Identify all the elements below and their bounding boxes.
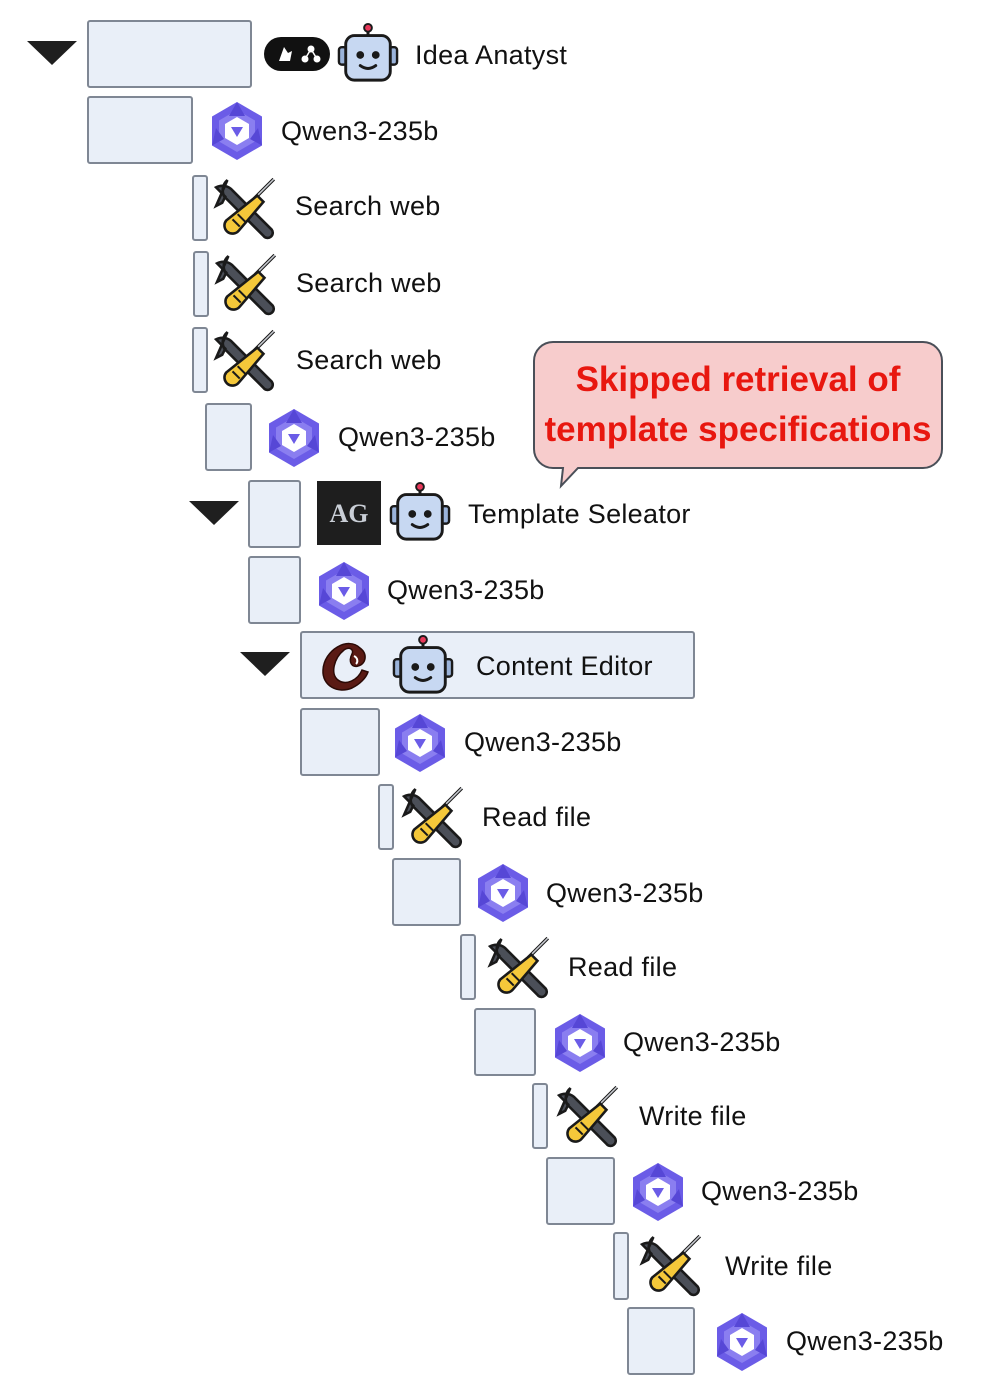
timeline-bar <box>248 556 301 624</box>
node-label: Search web <box>296 268 442 298</box>
node-label: Read file <box>568 952 678 982</box>
timeline-bar <box>193 251 209 317</box>
timeline-bar <box>300 708 380 776</box>
node-label: Search web <box>296 345 442 375</box>
node-label: Qwen3-235b <box>701 1176 859 1206</box>
timeline-bar <box>613 1232 629 1300</box>
node-label: Qwen3-235b <box>546 878 704 908</box>
node-label: Search web <box>295 191 441 221</box>
callout-line-1: Skipped retrieval of <box>575 360 901 399</box>
collapse-arrow[interactable] <box>27 41 77 65</box>
tools-icon <box>213 327 283 398</box>
node-label: Idea Anatyst <box>415 40 568 70</box>
timeline-bar <box>248 480 301 548</box>
node-label: Qwen3-235b <box>338 422 496 452</box>
timeline-bar-selected[interactable] <box>300 631 695 699</box>
tools-icon <box>639 1232 709 1303</box>
tools-icon <box>214 251 284 322</box>
node-label: Template Seleator <box>468 499 691 529</box>
callout-line-2: template specifications <box>544 410 932 449</box>
qwen-logo-icon <box>312 559 376 628</box>
node-label: Qwen3-235b <box>387 575 545 605</box>
robot-icon <box>391 634 455 701</box>
timeline-bar <box>474 1008 536 1076</box>
node-label: Write file <box>639 1101 747 1131</box>
timeline-bar <box>627 1307 695 1375</box>
qwen-logo-icon <box>471 861 535 930</box>
collapse-arrow[interactable] <box>240 652 290 676</box>
node-label: Content Editor <box>476 651 653 681</box>
timeline-bar <box>546 1157 615 1225</box>
robot-icon <box>336 22 400 89</box>
ag-logo-text: AG <box>330 499 369 528</box>
timeline-bar <box>205 403 252 471</box>
tools-icon <box>556 1083 626 1154</box>
qwen-logo-icon <box>710 1310 774 1379</box>
timeline-bar <box>192 175 208 241</box>
node-label: Qwen3-235b <box>786 1326 944 1356</box>
timeline-bar <box>87 20 252 88</box>
node-label: Read file <box>482 802 592 832</box>
qwen-logo-icon <box>262 406 326 475</box>
qwen-logo-icon <box>205 99 269 168</box>
node-label: Write file <box>725 1251 833 1281</box>
framework-logo-icon <box>264 37 330 76</box>
timeline-bar <box>532 1083 548 1149</box>
robot-icon <box>388 481 452 548</box>
timeline-bar <box>460 934 476 1000</box>
collapse-arrow[interactable] <box>189 501 239 525</box>
timeline-bar <box>378 784 394 850</box>
tools-icon <box>213 175 283 246</box>
node-label: Qwen3-235b <box>464 727 622 757</box>
tools-icon <box>487 934 557 1005</box>
c-logo-icon <box>318 636 378 701</box>
qwen-logo-icon <box>626 1160 690 1229</box>
node-label: Qwen3-235b <box>623 1027 781 1057</box>
qwen-logo-icon <box>388 711 452 780</box>
qwen-logo-icon <box>548 1011 612 1080</box>
timeline-bar <box>192 327 208 393</box>
ag-logo-icon: AG <box>317 481 381 550</box>
tools-icon <box>401 784 471 855</box>
timeline-bar <box>392 858 461 926</box>
node-label: Qwen3-235b <box>281 116 439 146</box>
annotation-callout: Skipped retrieval of template specificat… <box>533 341 943 489</box>
timeline-bar <box>87 96 193 164</box>
